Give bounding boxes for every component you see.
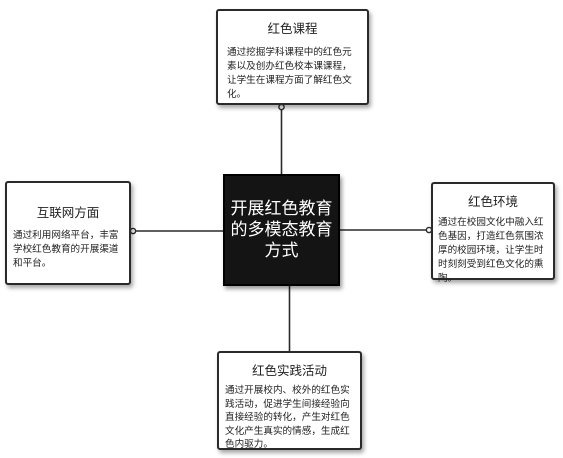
connector-top-endpoint [278,103,285,111]
branch-node-internet[interactable]: 互联网方面 通过利用网络平台，丰富学校红色教育的开展渠道和平台。 [5,181,131,285]
branch-node-red-curriculum[interactable]: 红色课程 通过挖掘学科课程中的红色元素以及创办红色校本课课程，让学生在课程方面了… [216,9,369,105]
branch-node-red-practice[interactable]: 红色实践活动 通过开展校内、校外的红色实践活动，促进学生间接经验向直接经验的转化… [217,351,362,450]
branch-node-red-environment[interactable]: 红色环境 通过在校园文化中融入红色基因，打造红色氛围浓厚的校园环境，让学生时时刻… [431,182,555,284]
branch-title: 红色环境 [467,194,518,209]
branch-description: 通过在校园文化中融入红色基因，打造红色氛围浓厚的校园环境，让学生时时刻刻受到红色… [438,217,544,284]
branch-description: 通过利用网络平台，丰富学校红色教育的开展渠道和平台。 [13,230,119,269]
branch-title: 红色实践活动 [251,363,327,378]
branch-title: 互联网方面 [36,205,100,220]
branch-description: 通过挖掘学科课程中的红色元素以及创办红色校本课课程，让学生在课程方面了解红色文化… [227,47,352,100]
branch-description: 通过开展校内、校外的红色实践活动，促进学生间接经验向直接经验的转化，产生对红色文… [225,385,350,450]
central-topic-label: 开展红色教育的多模态教育方式 [230,198,333,261]
central-topic-node[interactable]: 开展红色教育的多模态教育方式 [223,174,340,286]
branch-title: 红色课程 [267,21,318,36]
connector-left-endpoint [129,227,137,235]
